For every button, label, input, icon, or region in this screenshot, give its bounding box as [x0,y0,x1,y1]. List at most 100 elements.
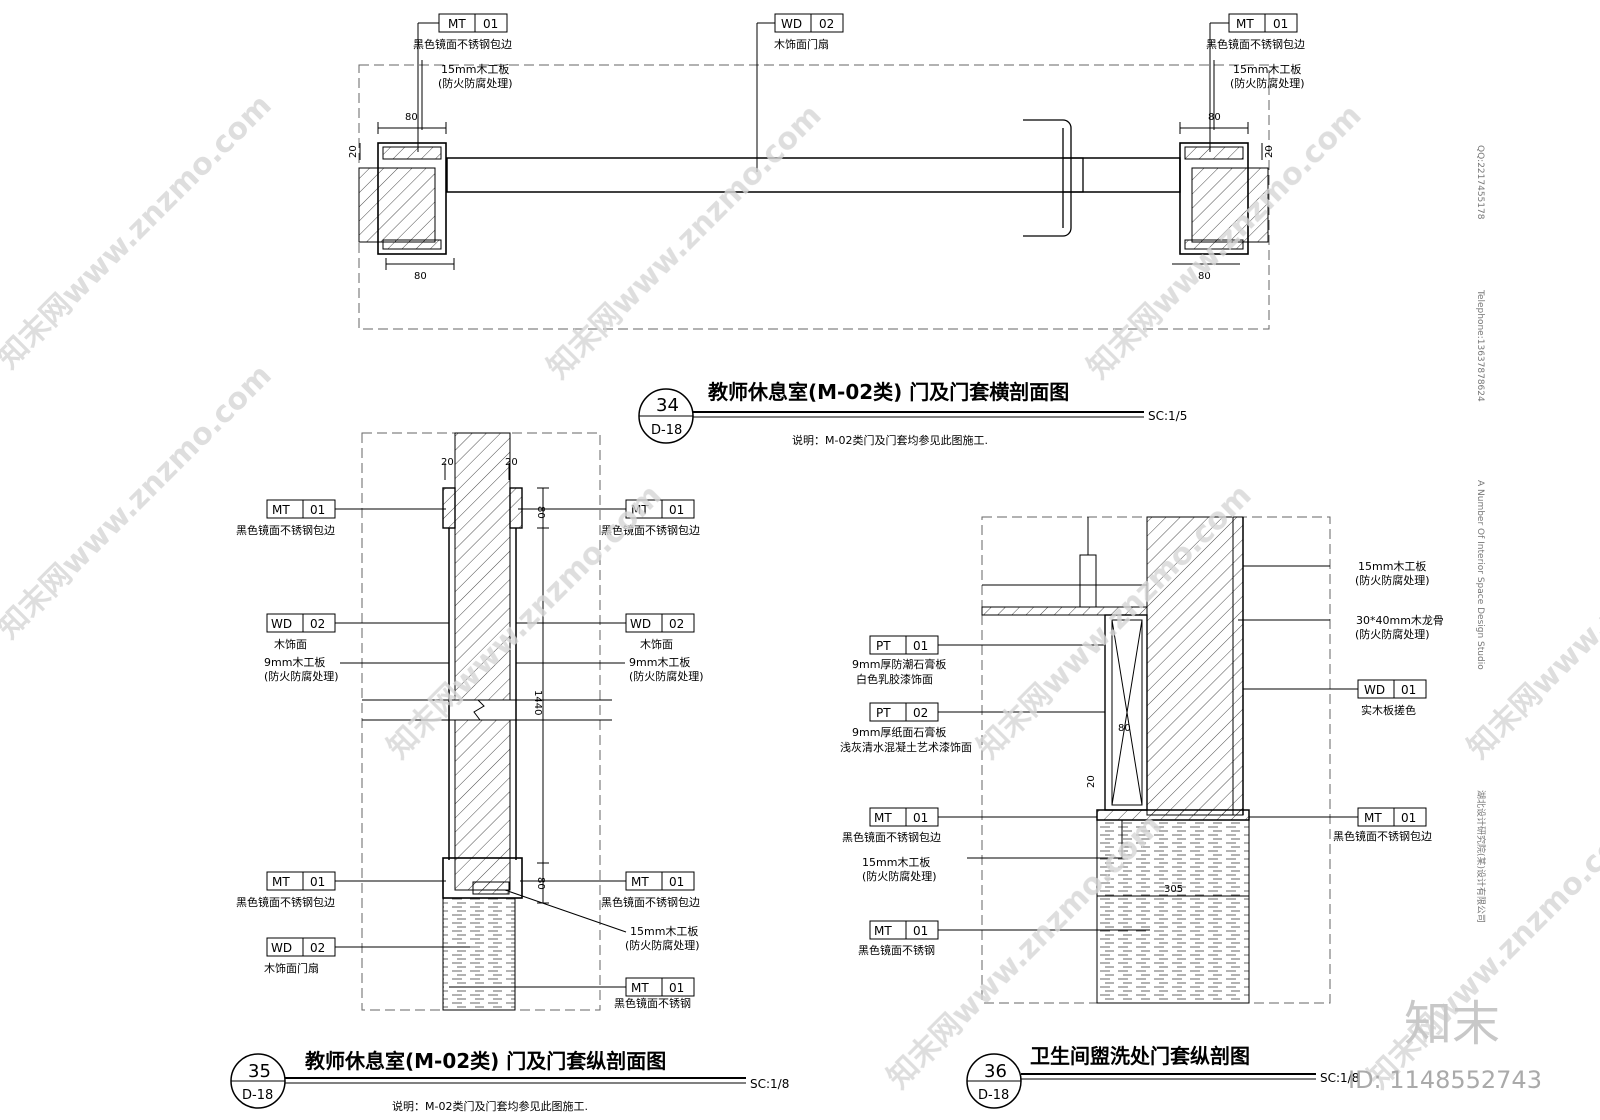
tag-num: 02 [310,617,325,631]
wall-hatch-lower [454,719,511,891]
tag-num: 01 [1401,683,1416,697]
section-34: 80 80 80 80 20 20 MT 01 黑色镜面不锈钢包边 15mm木工… [348,13,1305,447]
tag-code: MT [448,17,466,31]
note-15mm: 15mm木工板 [1358,559,1426,573]
tag-num: 01 [310,503,325,517]
tag-code: MT [272,875,290,889]
tag-num: 02 [669,617,684,631]
keel-box [1111,619,1143,806]
drawing-ref: D-18 [651,423,682,438]
tag-num: 02 [310,941,325,955]
title-block-34: 34 D-18 教师休息室(M-02类) 门及门套横剖面图 SC:1/5 说明：… [638,380,1187,447]
tag-num: 01 [669,875,684,889]
note-gypsum-moist: 9mm厚防潮石膏板 [852,657,946,671]
drawing-number: 34 [656,395,679,416]
tag-num: 01 [1273,17,1288,31]
door-handle [1023,119,1084,237]
image-id: ID: 1148552743 [1348,1066,1542,1094]
tag-num: 01 [669,503,684,517]
drawing-scale: SC:1/8 [750,1077,789,1091]
callouts-35-right: MT 01 黑色镜面不锈钢包边 WD 02 木饰面 9mm木工板 (防火防腐处理… [449,499,704,1010]
note-skirting: 实木板搓色 [1361,703,1416,717]
section-36: 305 80 20 PT 01 9mm厚防潮石膏板 白色乳胶漆饰面 PT 02 … [840,516,1444,1109]
note-ss: 黑色镜面不锈钢 [858,943,935,957]
dim-20-left: 20 [441,457,454,468]
drawing-scale: SC:1/5 [1148,409,1187,423]
note-fire: (防火防腐处理) [1355,627,1430,641]
tag-code: MT [631,503,649,517]
dim-20-right: 20 [1264,145,1275,158]
tag-code: MT [1364,811,1382,825]
dim-20: 20 [1086,775,1097,788]
tag-num: 02 [819,17,834,31]
note-fire: (防火防腐处理) [862,869,937,883]
note-keel: 30*40mm木龙骨 [1356,614,1444,627]
drawing-number: 35 [248,1061,271,1082]
note-ss-edge: 黑色镜面不锈钢包边 [601,895,700,909]
right-ss-top [509,487,523,529]
title-block-36: 36 D-18 卫生间盥洗处门套纵剖图 SC:1/8 [966,1044,1359,1109]
note-concrete-paint: 浅灰清水混凝土艺术漆饰面 [840,740,972,754]
drawing-title: 教师休息室(M-02类) 门及门套纵剖面图 [305,1049,666,1073]
note-gypsum-paper: 9mm厚纸面石膏板 [852,725,946,739]
tag-num: 01 [1401,811,1416,825]
tag-num: 01 [669,981,684,995]
watermark: 知末网www.znzmo.com [541,98,829,386]
note-fire: (防火防腐处理) [264,669,339,683]
hanger [1079,554,1097,608]
watermark: 知末网www.znzmo.com [0,88,279,376]
watermark: 知末网www.znzmo.com [0,358,279,646]
drawing-scale: SC:1/8 [1320,1071,1359,1085]
tag-num: 01 [310,875,325,889]
ss-sill [1096,809,1250,821]
brand-watermark: 知末 [1404,996,1500,1052]
side-company: 湖北设计研究院(某)设计有限公司 [1475,790,1487,923]
tag-num: 02 [913,706,928,720]
tag-code: MT [874,924,892,938]
callouts-36-left: PT 01 9mm厚防潮石膏板 白色乳胶漆饰面 PT 02 9mm厚纸面石膏板 … [840,635,1150,957]
note-ss-edge: 黑色镜面不锈钢包边 [236,895,335,909]
drawing-ref: D-18 [978,1088,1009,1103]
wall-hatch-upper [454,432,511,701]
left-ss-bottom [382,239,442,250]
door-leaf [446,157,1181,193]
dim-80-top: 80 [535,506,546,519]
callouts-34: MT 01 黑色镜面不锈钢包边 15mm木工板 (防火防腐处理) WD 02 木… [413,13,1305,172]
note-9mm: 9mm木工板 [629,655,690,669]
note-fire: (防火防腐处理) [438,76,513,90]
left-casing [377,142,447,255]
section-34-frame [358,64,1270,330]
tag-num: 01 [913,639,928,653]
break-mark [473,699,485,721]
side-tel: Telephone:13637878624 [1475,289,1485,402]
tag-code: MT [631,875,649,889]
drawing-title: 卫生间盥洗处门套纵剖图 [1030,1044,1250,1068]
dim-80-bottom-left: 80 [414,271,427,282]
tag-code: MT [1236,17,1254,31]
dim-80-bottom-right: 80 [1198,271,1211,282]
drawing-title: 教师休息室(M-02类) 门及门套横剖面图 [708,380,1069,404]
note-white-latex: 白色乳胶漆饰面 [856,672,933,686]
callouts-35-left: MT 01 黑色镜面不锈钢包边 WD 02 木饰面 9mm木工板 (防火防腐处理… [236,499,470,975]
callouts-36-right: 15mm木工板 (防火防腐处理) 30*40mm木龙骨 (防火防腐处理) WD … [1238,559,1444,843]
note-fire: (防火防腐处理) [1355,573,1430,587]
tag-code: MT [272,503,290,517]
note-ss-edge: 黑色镜面不锈钢包边 [236,523,335,537]
tag-code: WD [271,941,292,955]
dim-20-right: 20 [505,457,518,468]
right-ss-edge [1184,146,1244,160]
tag-code: WD [1364,683,1385,697]
right-casing [1179,142,1249,255]
note-ss-edge: 黑色镜面不锈钢包边 [601,523,700,537]
title-block-35: 35 D-18 教师休息室(M-02类) 门及门套纵剖面图 SC:1/8 说明：… [230,1049,789,1113]
note-door-leaf: 木饰面门扇 [774,37,829,51]
watermark: 知末网www.znzmo.com [381,478,669,766]
dim-20-left: 20 [348,145,359,158]
side-studio: A Number Of Interior Space Design Studio [1475,480,1485,670]
note-15mm: 15mm木工板 [862,855,930,869]
tag-num: 01 [913,924,928,938]
note-fire: (防火防腐处理) [625,938,700,952]
tag-code: MT [874,811,892,825]
wall-hatch [1146,516,1234,816]
